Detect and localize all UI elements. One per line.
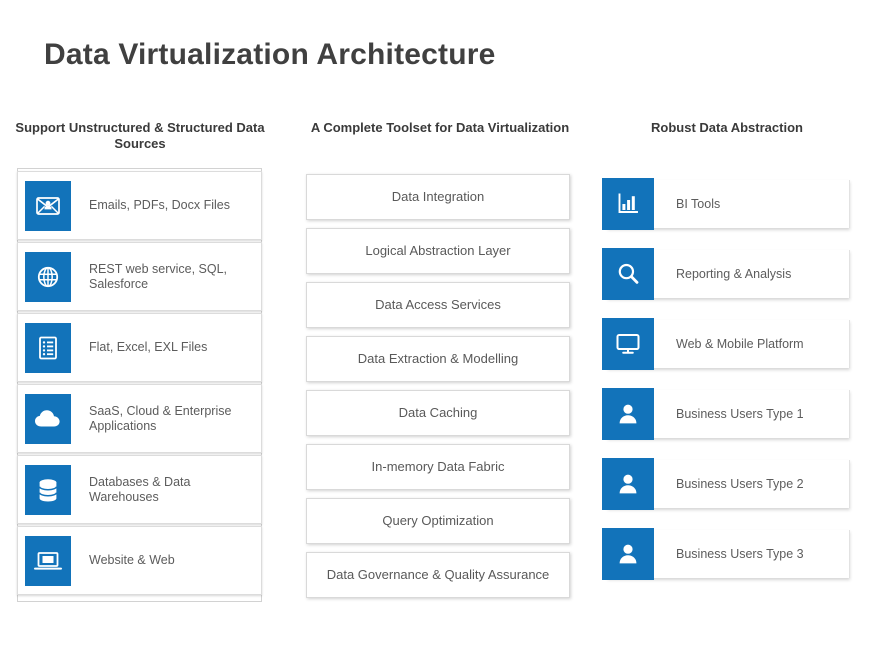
list-item-label: Business Users Type 3 [676,547,804,561]
list-item-label: Data Integration [391,189,485,204]
list-item-label: Flat, Excel, EXL Files [89,340,208,354]
list-item-label: In-memory Data Fabric [371,459,505,474]
toolset-list: Data Integration Logical Abstraction Lay… [306,174,570,606]
list-item-label: Logical Abstraction Layer [365,243,511,258]
list-item-label: Website & Web [89,553,175,567]
list-item[interactable]: Emails, PDFs, Docx Files [17,171,262,240]
email-icon [25,180,71,231]
list-item-label: Emails, PDFs, Docx Files [89,198,230,212]
list-item[interactable]: Flat, Excel, EXL Files [17,313,262,382]
spreadsheet-icon [25,322,71,373]
list-item[interactable]: BI Tools [602,176,850,232]
list-item[interactable]: Databases & Data Warehouses [17,455,262,524]
list-item-label: Data Access Services [375,297,501,312]
list-item[interactable]: Website & Web [17,526,262,595]
list-item-label: Data Governance & Quality Assurance [326,567,550,582]
list-item[interactable]: SaaS, Cloud & Enterprise Applications [17,384,262,453]
laptop-icon [25,535,71,586]
user-icon [602,528,654,580]
cloud-icon [25,393,71,444]
list-item[interactable]: Data Access Services [306,282,570,328]
list-item[interactable]: Data Integration [306,174,570,220]
list-item-label: Web & Mobile Platform [676,337,804,351]
abstraction-list: BI Tools Reporting & Analysis Web & Mobi… [602,176,850,596]
list-item[interactable]: Business Users Type 3 [602,526,850,582]
bar-chart-icon [602,178,654,230]
column-sources-header: Support Unstructured & Structured Data S… [15,120,265,151]
list-item-label: Business Users Type 1 [676,407,804,421]
database-icon [25,464,71,515]
list-item-label: Databases & Data Warehouses [89,474,191,504]
sources-list: Emails, PDFs, Docx Files REST web servic… [17,171,262,597]
list-item-label: REST web service, SQL, Salesforce [89,261,228,291]
column-abstraction-header: Robust Data Abstraction [651,120,803,135]
list-item[interactable]: Reporting & Analysis [602,246,850,302]
list-item[interactable]: Logical Abstraction Layer [306,228,570,274]
list-item[interactable]: Business Users Type 1 [602,386,850,442]
user-icon [602,388,654,440]
list-item-label: Business Users Type 2 [676,477,804,491]
globe-icon [25,251,71,302]
list-item-label: BI Tools [676,197,721,211]
list-item-label: Data Extraction & Modelling [357,351,519,366]
page-title: Data Virtualization Architecture [44,38,496,71]
list-item[interactable]: Data Caching [306,390,570,436]
list-item-label: Reporting & Analysis [676,267,792,281]
list-item-label: Query Optimization [382,513,494,528]
column-toolset-header: A Complete Toolset for Data Virtualizati… [310,120,570,135]
list-item[interactable]: In-memory Data Fabric [306,444,570,490]
list-item[interactable]: Data Governance & Quality Assurance [306,552,570,598]
column-abstraction: Robust Data Abstraction [596,120,858,154]
list-item[interactable]: Web & Mobile Platform [602,316,850,372]
column-toolset: A Complete Toolset for Data Virtualizati… [300,120,580,154]
column-sources: Support Unstructured & Structured Data S… [10,120,270,154]
list-item-label: SaaS, Cloud & Enterprise Applications [89,403,232,433]
search-icon [602,248,654,300]
list-item-label: Data Caching [398,405,478,420]
user-icon [602,458,654,510]
list-item[interactable]: Query Optimization [306,498,570,544]
list-item[interactable]: REST web service, SQL, Salesforce [17,242,262,311]
monitor-icon [602,318,654,370]
list-item[interactable]: Business Users Type 2 [602,456,850,512]
list-item[interactable]: Data Extraction & Modelling [306,336,570,382]
